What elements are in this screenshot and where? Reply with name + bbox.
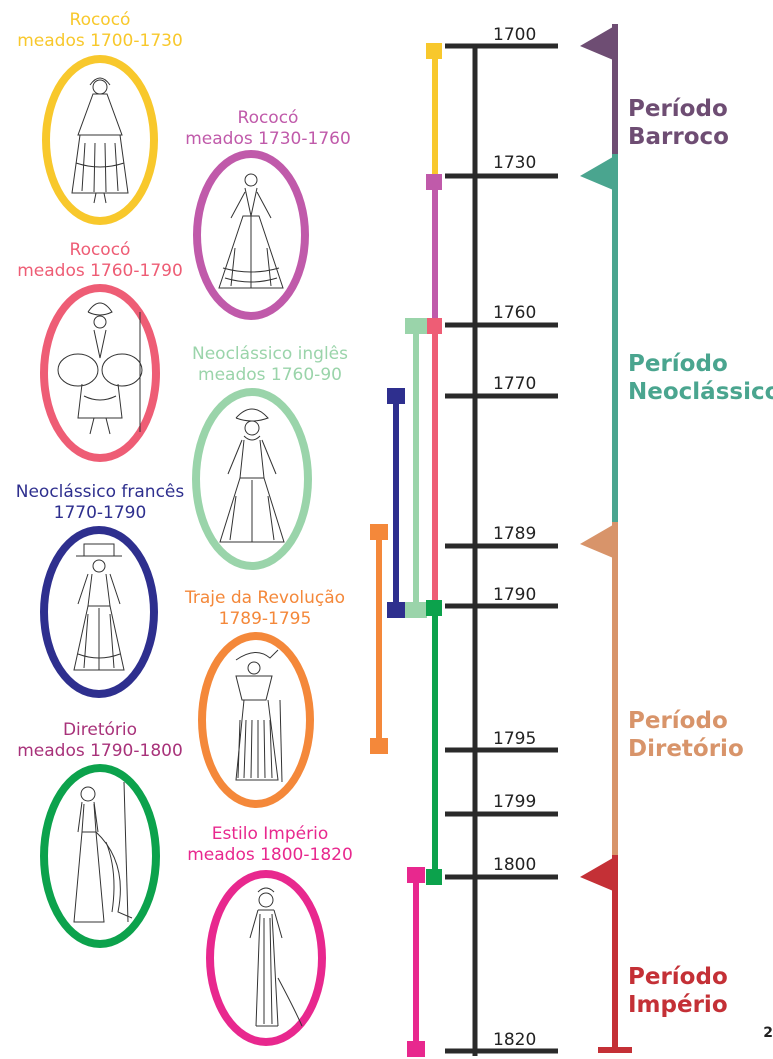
range-bar-neo-frances	[387, 388, 405, 618]
range-bar-diretorio	[426, 600, 442, 885]
year-label-1820: 1820	[493, 1030, 536, 1050]
year-label-1795: 1795	[493, 729, 536, 749]
range-bar-rococo-1760	[426, 318, 442, 606]
period-flag-imperio	[580, 855, 632, 1053]
year-label-1789: 1789	[493, 524, 536, 544]
period-label-neoclassico: Período Neoclássico	[628, 350, 773, 406]
range-bar-imperio	[407, 867, 425, 1057]
period-flag-neoclassico	[580, 154, 618, 524]
year-label-1760: 1760	[493, 303, 536, 323]
period-label-imperio: Período Império	[628, 963, 728, 1019]
period-label-barroco: Período Barroco	[628, 95, 729, 151]
year-label-1790: 1790	[493, 585, 536, 605]
range-bar-revolucao	[370, 524, 388, 754]
period-flag-diretorio	[580, 522, 618, 856]
period-label-diretorio: Período Diretório	[628, 707, 744, 763]
range-bar-rococo-1730	[426, 174, 442, 325]
year-label-1799: 1799	[493, 792, 536, 812]
year-label-1800: 1800	[493, 855, 536, 875]
year-label-1730: 1730	[493, 153, 536, 173]
year-label-1770: 1770	[493, 374, 536, 394]
range-bar-rococo-1700	[426, 43, 442, 182]
year-label-1700: 1700	[493, 25, 536, 45]
period-flag-barroco	[580, 24, 618, 176]
range-bar-neo-ingles	[405, 318, 427, 618]
page-number: 2	[763, 1025, 773, 1041]
